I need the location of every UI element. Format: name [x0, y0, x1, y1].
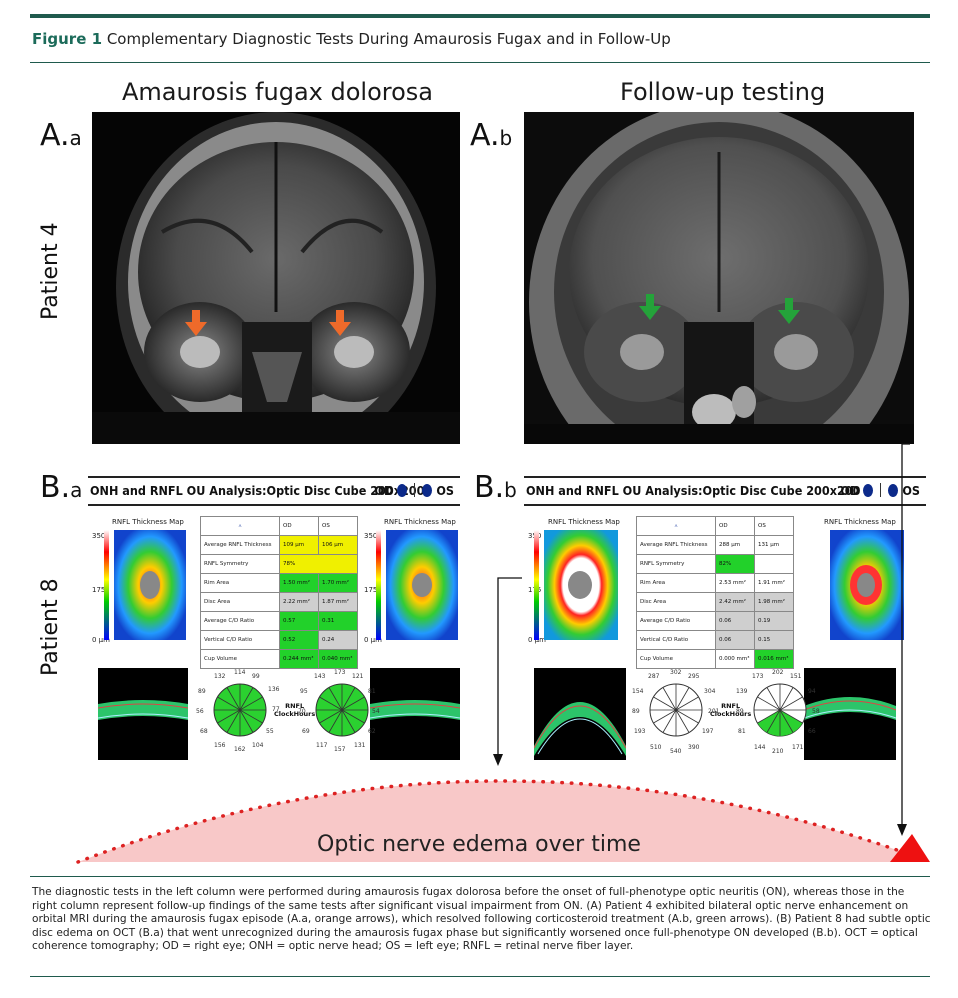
- panel-label-bb: B.b: [474, 470, 517, 505]
- rnfl-map-title-od: RNFL Thickness Map: [112, 518, 184, 526]
- column-heading-left: Amaurosis fugax dolorosa: [122, 78, 433, 106]
- mri-image-ab: [524, 112, 914, 444]
- clock-chart-os-bb: [753, 683, 807, 737]
- caption-top-divider: [30, 876, 930, 877]
- od-eye-icon: [397, 484, 408, 497]
- os-eye-icon: [422, 484, 433, 497]
- figure-caption: The diagnostic tests in the left column …: [32, 886, 931, 953]
- panel-label-ab: A.b: [470, 118, 513, 153]
- top-accent-bar: [30, 14, 930, 18]
- edema-label: Optic nerve edema over time: [317, 832, 641, 857]
- clock-chart-od-ba: [213, 683, 267, 737]
- connector-ab-line: [901, 443, 910, 826]
- connector-bb-line: [497, 577, 522, 758]
- column-heading-right: Follow-up testing: [620, 78, 826, 106]
- connector-ab-arrowhead: [897, 824, 907, 836]
- figure-title: Figure 1 Complementary Diagnostic Tests …: [32, 30, 671, 48]
- thickness-map-od-ba: [104, 530, 186, 640]
- clock-chart-os-ba: [315, 683, 369, 737]
- edema-dotted-curve: [76, 779, 932, 864]
- oct-header-ba: ONH and RNFL OU Analysis:Optic Disc Cube…: [88, 476, 460, 506]
- caption-bottom-divider: [30, 976, 930, 977]
- os-eye-icon: [888, 484, 899, 497]
- figure-title-text: Complementary Diagnostic Tests During Am…: [106, 30, 671, 48]
- edema-area: [78, 781, 930, 862]
- bscan-od-bb: [534, 668, 626, 760]
- oct-report-bb: ONH and RNFL OU Analysis:Optic Disc Cube…: [524, 476, 926, 776]
- oct-header-bb: ONH and RNFL OU Analysis:Optic Disc Cube…: [524, 476, 926, 506]
- thickness-map-os-ba: [376, 530, 458, 640]
- bscan-od-ba: [98, 668, 188, 760]
- mri-image-aa: [92, 112, 460, 444]
- thickness-map-os-bb: [830, 530, 904, 640]
- edema-peak-marker: [890, 834, 930, 862]
- rnfl-map-title-os: RNFL Thickness Map: [384, 518, 456, 526]
- panel-label-aa: A.a: [40, 118, 82, 153]
- title-divider: [30, 62, 930, 63]
- bscan-os-bb: [804, 668, 896, 760]
- thickness-map-od-bb: [534, 530, 618, 640]
- clock-chart-od-bb: [649, 683, 703, 737]
- bscan-os-ba: [370, 668, 460, 760]
- oct-report-ba: ONH and RNFL OU Analysis:Optic Disc Cube…: [88, 476, 460, 776]
- figure-label: Figure 1: [32, 30, 103, 48]
- rnfl-map-title-od-bb: RNFL Thickness Map: [548, 518, 620, 526]
- od-eye-icon: [863, 484, 874, 497]
- connector-bb-arrowhead: [493, 754, 503, 766]
- panel-label-ba: B.a: [40, 470, 83, 505]
- rnfl-map-title-os-bb: RNFL Thickness Map: [824, 518, 896, 526]
